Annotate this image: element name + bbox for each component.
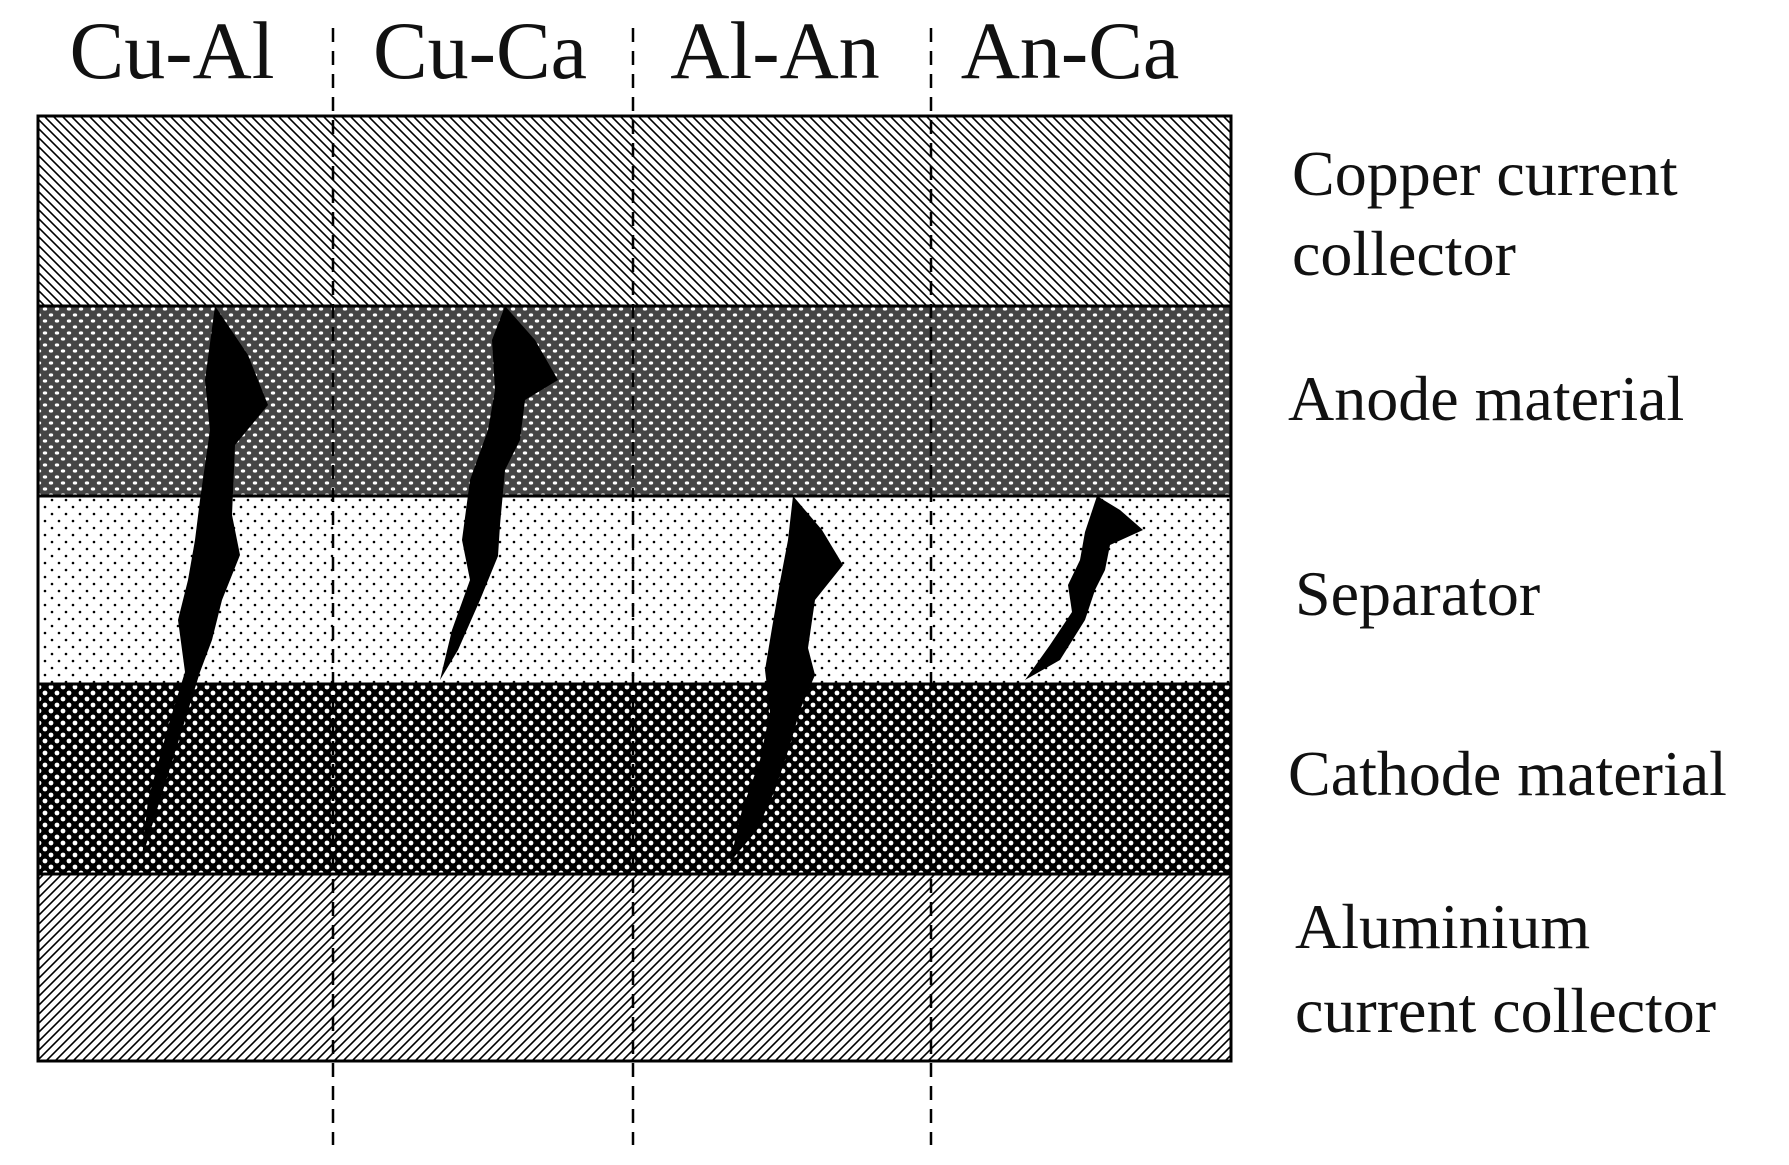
short-circuit-bolt-cu-al	[142, 306, 268, 858]
layer-label-aluminium-line-1: Aluminium	[1295, 891, 1590, 962]
short-circuit-bolt-cu-ca	[440, 306, 558, 680]
layer-cathode-material	[38, 684, 1231, 874]
layer-label-aluminium-current-collector: Aluminium current collector	[1295, 891, 1716, 1046]
layer-label-anode-material: Anode material	[1288, 363, 1684, 434]
short-circuit-bolt-al-an	[730, 496, 843, 862]
layer-label-copper-line-1: Copper current	[1292, 138, 1678, 209]
layer-label-separator-line-1: Separator	[1295, 558, 1540, 629]
column-label-cu-ca: Cu-Ca	[373, 5, 587, 96]
layer-separator	[38, 496, 1231, 684]
layer-label-copper-current-collector: Copper current collector	[1292, 138, 1694, 289]
layer-label-cathode-material: Cathode material	[1288, 738, 1727, 809]
layer-label-cathode-line-1: Cathode material	[1288, 738, 1727, 809]
layer-aluminium-current-collector	[38, 874, 1231, 1061]
column-label-an-ca: An-Ca	[961, 5, 1180, 96]
layer-label-anode-line-1: Anode material	[1288, 363, 1684, 434]
layer-label-copper-line-2: collector	[1292, 218, 1516, 289]
short-circuit-bolt-an-ca	[1025, 496, 1143, 680]
column-label-al-an: Al-An	[670, 5, 880, 96]
layer-copper-current-collector	[38, 116, 1231, 306]
column-label-cu-al: Cu-Al	[70, 5, 275, 96]
column-dividers	[331, 28, 933, 1145]
layer-label-aluminium-line-2: current collector	[1295, 975, 1716, 1046]
layer-label-separator: Separator	[1295, 558, 1540, 629]
layer-boundaries	[36, 114, 1233, 1063]
